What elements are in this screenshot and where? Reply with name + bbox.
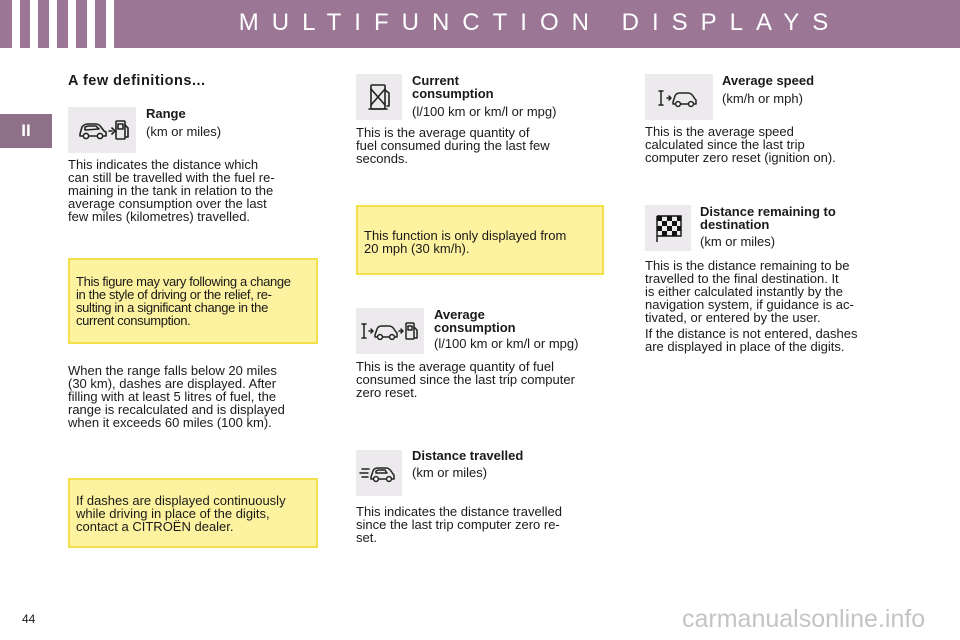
- fuel-pump-icon: [356, 74, 402, 120]
- page-title: MULTIFUNCTION DISPLAYS: [238, 9, 842, 36]
- header-stripe: [49, 0, 57, 48]
- header-stripe: [87, 0, 95, 48]
- section-heading: A few definitions...: [68, 73, 206, 89]
- header-stripe: [30, 0, 38, 48]
- checkered-flag-icon: [645, 205, 691, 251]
- range-unit: (km or miles): [146, 124, 222, 139]
- range-title: Range: [146, 106, 186, 121]
- distance-remaining-unit: (km or miles): [700, 234, 776, 249]
- page-header: MULTIFUNCTION DISPLAYS: [0, 0, 960, 48]
- chapter-tab: II: [0, 114, 52, 148]
- watermark: carmanualsonline.info: [682, 605, 926, 633]
- header-stripe: [106, 0, 114, 48]
- trip-car-fuel-icon: [356, 308, 424, 354]
- distance-travelled-unit: (km or miles): [412, 465, 488, 480]
- moving-car-icon: [356, 450, 402, 496]
- trip-car-icon: [645, 74, 713, 120]
- average-consumption-unit: (l/100 km or km/l or mpg): [434, 336, 579, 351]
- car-fuel-pump-icon: [68, 107, 136, 153]
- header-stripe: [68, 0, 76, 48]
- dashes-description: When the range falls below 20 miles(30 k…: [68, 363, 285, 430]
- current-consumption-unit: (l/100 km or km/l or mpg): [412, 104, 557, 119]
- average-speed-title: Average speed: [722, 73, 815, 88]
- distance-travelled-title: Distance travelled: [412, 448, 524, 463]
- average-speed-unit: (km/h or mph): [722, 91, 803, 106]
- page-number: 44: [22, 612, 36, 626]
- header-stripe: [12, 0, 20, 48]
